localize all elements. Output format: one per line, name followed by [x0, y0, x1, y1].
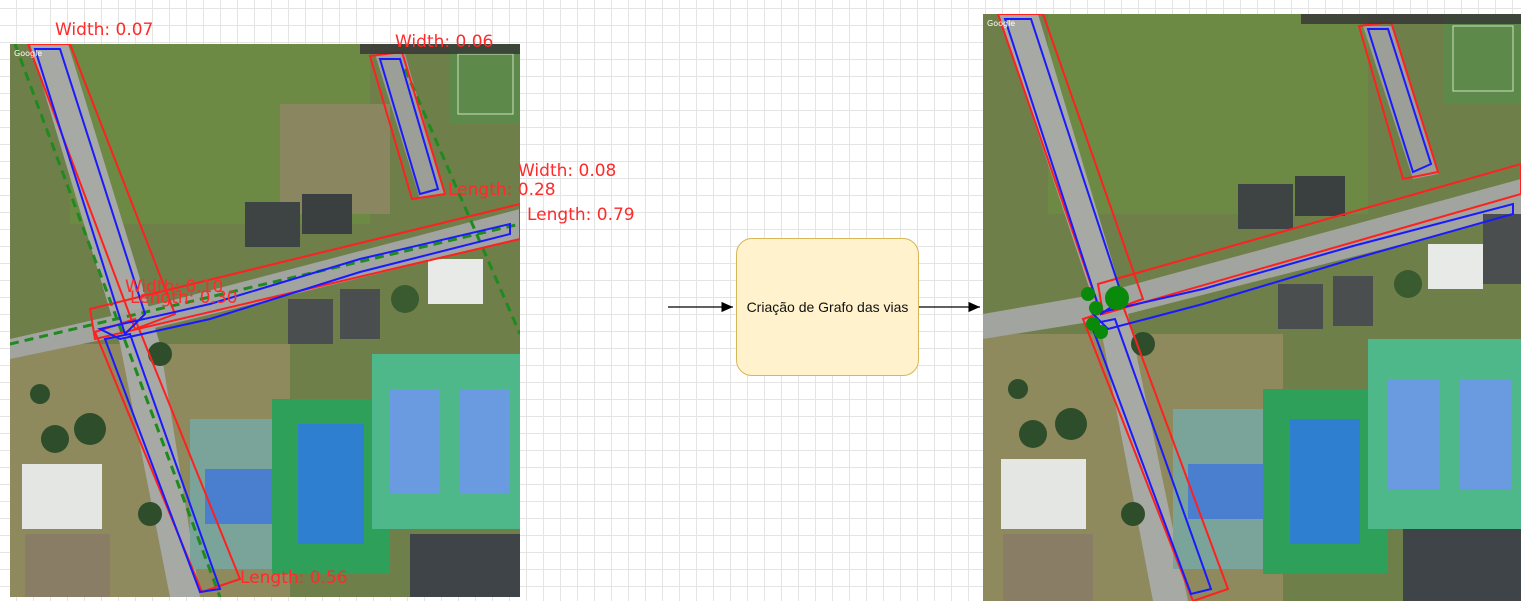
- length-label-top-road: Length: 0.28: [448, 180, 556, 200]
- length-label-horizontal-road: Length: 0.79: [527, 205, 635, 225]
- graph-node: [1105, 286, 1129, 310]
- width-label-lower-road: Width: 0.10: [125, 277, 224, 297]
- google-watermark-left: Google: [14, 49, 42, 58]
- graph-node: [1094, 325, 1108, 339]
- centerline-paths: [10, 44, 520, 597]
- road-contours-right: [1003, 18, 1514, 596]
- graph-nodes: [1081, 286, 1129, 339]
- width-label-top-road: Width: 0.06: [395, 32, 494, 52]
- length-label-left-road: Length: 0.30: [130, 288, 238, 308]
- right-satellite-svg: Google: [983, 14, 1521, 601]
- width-label-horizontal-road: Width: 0.08: [518, 161, 617, 181]
- right-satellite-image: Google: [983, 14, 1521, 601]
- length-label-lower-road: Length: 0.56: [240, 568, 348, 588]
- left-satellite-image: Google: [10, 44, 520, 597]
- google-watermark-right: Google: [987, 19, 1015, 28]
- graph-node: [1089, 301, 1103, 315]
- road-contours: [33, 48, 511, 594]
- graph-node: [1081, 287, 1095, 301]
- width-label-left-road: Width: 0.07: [55, 20, 154, 40]
- process-step-box: Criação de Grafo das vias: [736, 238, 919, 376]
- process-step-label: Criação de Grafo das vias: [746, 298, 909, 315]
- left-satellite-svg: Google: [10, 44, 520, 597]
